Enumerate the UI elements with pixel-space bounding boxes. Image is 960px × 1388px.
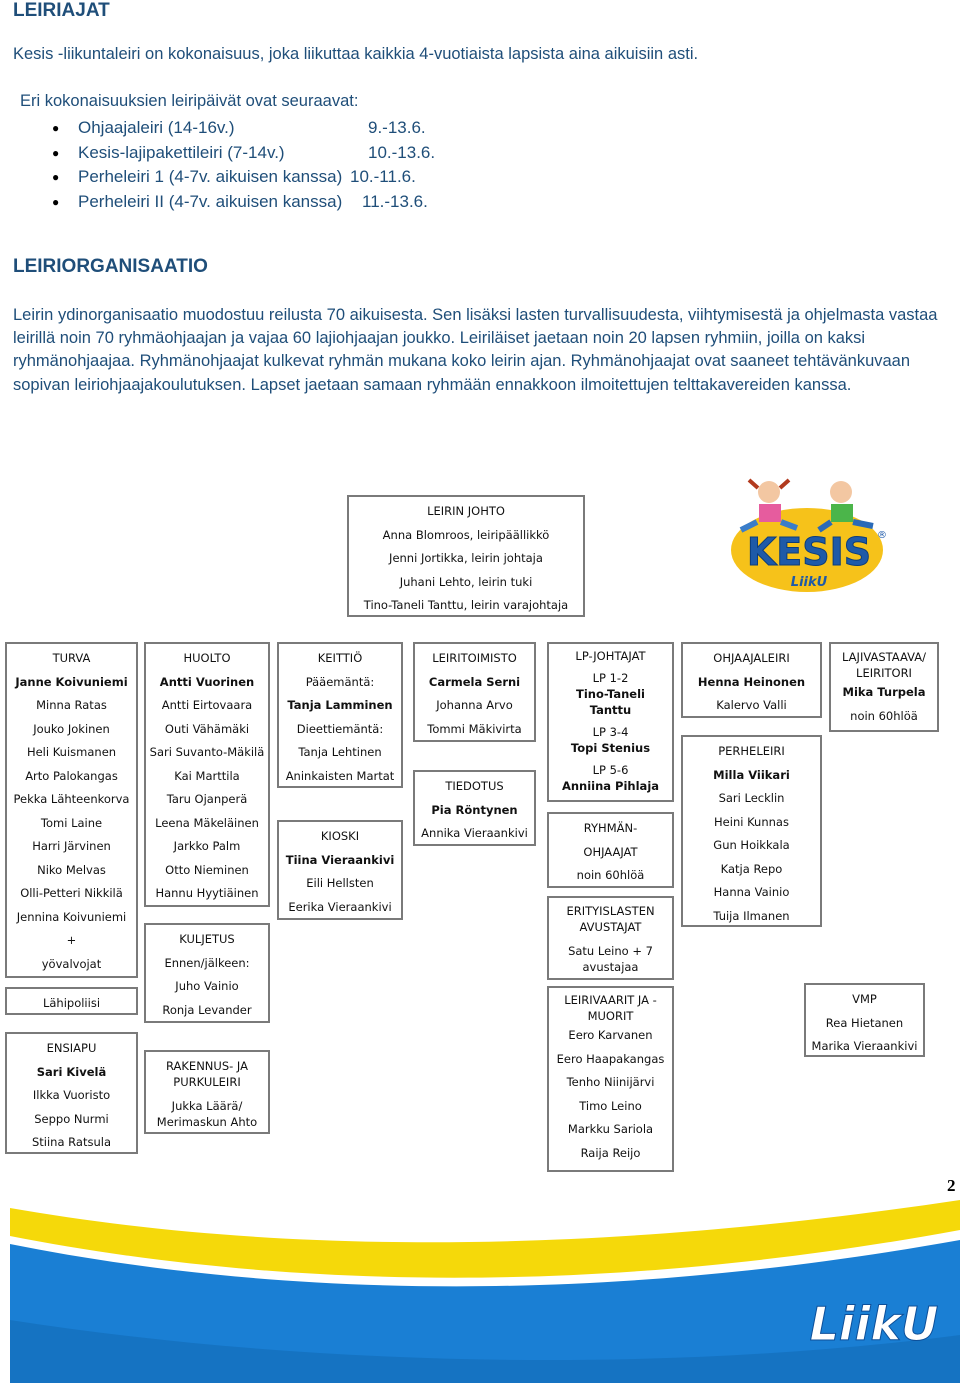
org-box-tiedotus: TIEDOTUS Pia Röntynen Annika Vieraankivi xyxy=(413,770,536,846)
org-box-ryhmanohjaajat: RYHMÄN- OHJAAJAT noin 60hlöä xyxy=(547,812,674,888)
footer-liiku-logo: LiikU xyxy=(810,1297,939,1351)
schedule-list: ●Ohjaajaleiri (14-16v.)9.-13.6. ●Kesis-l… xyxy=(52,116,435,214)
schedule-item: ●Perheleiri 1 (4-7v. aikuisen kanssa)10.… xyxy=(52,165,435,190)
org-box-lp-johtajat: LP-JOHTAJAT LP 1-2 Tino-Taneli Tanttu LP… xyxy=(547,642,674,802)
org-box-keittio: KEITTIÖ Pääemäntä: Tanja Lamminen Dieett… xyxy=(277,642,403,788)
org-box-ohjaajaleiri: OHJAAJALEIRI Henna Heinonen Kalervo Vall… xyxy=(681,642,822,718)
intro-paragraph: Kesis -liikuntaleiri on kokonaisuus, jok… xyxy=(13,45,699,63)
org-box-leirivaarit: LEIRIVAARIT JA - MUORIT Eero Karvanen Ee… xyxy=(547,986,674,1172)
schedule-item: ●Perheleiri II (4-7v. aikuisen kanssa)11… xyxy=(52,190,435,215)
bullet-icon: ● xyxy=(52,170,60,185)
org-box-lajivastaava: LAJIVASTAAVA/ LEIRITORI Mika Turpela noi… xyxy=(829,642,939,732)
org-box-perheleiri: PERHELEIRI Milla Viikari Sari Lecklin He… xyxy=(681,735,822,927)
schedule-item: ●Kesis-lajipakettileiri (7-14v.)10.-13.6… xyxy=(52,141,435,166)
heading-leiriorganisaatio: LEIRIORGANISAATIO xyxy=(13,256,208,277)
kesis-wordmark: KESIS xyxy=(747,530,871,574)
org-box-lahipoliisi: Lähipoliisi xyxy=(5,987,138,1015)
org-box-kuljetus: KULJETUS Ennen/jälkeen: Juho Vainio Ronj… xyxy=(144,923,270,1023)
org-box-turva: TURVA Janne Koivuniemi Minna Ratas Jouko… xyxy=(5,642,138,978)
org-box-erityislasten: ERITYISLASTEN AVUSTAJAT Satu Leino + 7 a… xyxy=(547,896,674,980)
liiku-small-wordmark: LiikU xyxy=(791,575,828,590)
org-box-kioski: KIOSKI Tiina Vieraankivi Eili Hellsten E… xyxy=(277,820,403,920)
org-box-ensiapu: ENSIAPU Sari Kivelä Ilkka Vuoristo Seppo… xyxy=(5,1032,138,1154)
bullet-icon: ● xyxy=(52,145,60,160)
schedule-intro: Eri kokonaisuuksien leiripäivät ovat seu… xyxy=(20,92,359,110)
schedule-item: ●Ohjaajaleiri (14-16v.)9.-13.6. xyxy=(52,116,435,141)
bullet-icon: ● xyxy=(52,121,60,136)
org-box-vmp: VMP Rea Hietanen Marika Vieraankivi xyxy=(804,983,925,1057)
page-number: 2 xyxy=(947,1176,956,1195)
org-box-leiritoimisto: LEIRITOIMISTO Carmela Serni Johanna Arvo… xyxy=(413,642,536,742)
kesis-logo: KESIS LiikU ® xyxy=(727,478,887,596)
org-box-huolto: HUOLTO Antti Vuorinen Antti Eirtovaara O… xyxy=(144,642,270,907)
org-box-johto: LEIRIN JOHTO Anna Blomroos, leiripäällik… xyxy=(347,495,585,617)
organisation-paragraph: Leirin ydinorganisaatio muodostuu reilus… xyxy=(13,306,938,394)
footer-swoosh: LiikU xyxy=(0,1190,960,1383)
heading-leiriajat: LEIRIAJAT xyxy=(13,0,110,21)
bullet-icon: ● xyxy=(52,194,60,209)
org-box-rakennus: RAKENNUS- JA PURKULEIRI Jukka Läärä/ Mer… xyxy=(144,1050,270,1134)
svg-text:®: ® xyxy=(877,530,887,541)
